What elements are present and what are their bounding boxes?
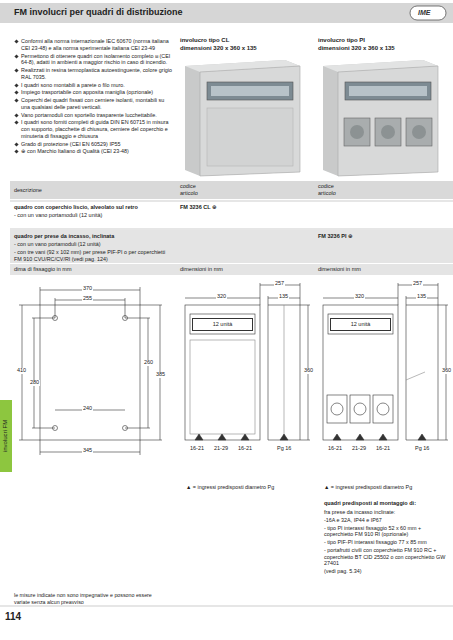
dimension: 385 (155, 372, 166, 378)
feature-bullet: Coperchi dei quadri fissati con cerniere… (14, 97, 174, 111)
page-number: 114 (4, 611, 22, 624)
table-cell: dimensioni in mm (318, 266, 438, 273)
feature-bullet: Vano portamoduli con sportello trasparen… (14, 112, 174, 119)
table-row-band (10, 264, 453, 275)
dimension: 360 (303, 368, 314, 374)
note: ▲ = ingressi predisposti diametro Pg (324, 484, 449, 491)
table-row-band (10, 230, 453, 263)
text-group: fra prese da incasso inclinate:-16A e 32… (324, 509, 449, 576)
node-text: 12 unità (196, 321, 249, 328)
tab-label: involucri FM (2, 420, 10, 452)
table-cell: dima di fissaggio in mm (14, 266, 164, 273)
table-header: codice articolo (180, 183, 212, 197)
column-heading: dimensioni 320 x 360 x 135 (180, 45, 310, 53)
page-title: FM involucri per quadri di distribuzione (14, 7, 183, 18)
dimension: 260 (143, 360, 154, 366)
module-window-label: 12 unità (192, 318, 253, 331)
dimension: 360 (441, 368, 452, 374)
dimension: 255 (82, 296, 93, 302)
logo-frame (410, 6, 446, 20)
list-item: - con tre vani (92 x 102 mm) per prese P… (14, 249, 174, 263)
enclosure-drawing-pi (323, 283, 448, 440)
feature-bullet: Realizzati in resina termoplastica autoe… (14, 67, 174, 81)
module-window-label: 12 unità (330, 318, 391, 331)
dimension: 345 (82, 448, 93, 454)
logo-text: IME (417, 9, 431, 18)
feature-bullet: ⊕ con Marchio Italiano di Qualità (CEI 2… (14, 148, 174, 155)
column-heading: dimensioni 320 x 360 x 135 (318, 45, 448, 53)
feature-bullet: Grado di protezione (CEI EN 60529) IP55 (14, 141, 174, 148)
entry-size: Pg 16 (414, 446, 430, 452)
table-header: codice articolo (318, 183, 350, 197)
footnote: le misure indicate non sono impegnative … (14, 592, 164, 605)
article-code: FM 3236 PI ⊕ (318, 233, 438, 240)
list-item: - tipo PIF-PI interassi fissaggio 77 x 8… (324, 539, 449, 546)
dimension: 280 (29, 380, 40, 386)
table-header: descrizione (14, 187, 114, 194)
list-item: -16A e 32A, IP44 e IP67 (324, 517, 449, 524)
enclosure-drawing-cl (185, 283, 310, 440)
dimension: 410 (16, 368, 27, 374)
note: ▲ = ingressi predisposti diametro Pg (186, 484, 316, 491)
feature-bullet: Permettono di ottenere quadri con isolam… (14, 53, 174, 67)
dimension: 240 (82, 406, 93, 412)
column-heading: involucro tipo CL (180, 37, 310, 45)
dimension: 135 (416, 294, 427, 300)
table-header-band (10, 181, 453, 199)
feature-bullet: Conformi alla norma internazionale IEC 6… (14, 38, 174, 52)
list-item: - con un vano portamoduli (12 unità) (14, 241, 174, 248)
list-item: fra prese da incasso inclinate: (324, 509, 449, 516)
column-heading: involucro tipo PI (318, 37, 448, 45)
entry-size: 16-21 (237, 446, 253, 452)
feature-bullet: I quadri sono forniti completi di guida … (14, 119, 174, 139)
dimension: 320 (354, 294, 365, 300)
entry-size: 16-21 (375, 446, 391, 452)
dimension: 257 (412, 281, 423, 287)
side-tab: involucri FM (0, 400, 12, 472)
node-text: 12 unità (334, 321, 387, 328)
list-item: - portafrutti civili con coperchietto FM… (324, 547, 449, 567)
dimension: 370 (82, 286, 93, 292)
title-bar (0, 3, 453, 23)
entry-size: Pg 16 (276, 446, 292, 452)
feature-bullet: I quadri sono montabili a parete o filo … (14, 82, 174, 89)
table-cell: quadro con coperchio liscio, alveolato s… (14, 204, 174, 211)
list-item: (vedi pag. 5.34) (324, 568, 449, 575)
text-group: - con un vano portamoduli (12 unità)- co… (14, 241, 174, 263)
dimension: 135 (278, 294, 289, 300)
list-item: - tipo PI interassi fissaggio 52 x 60 mm… (324, 525, 449, 539)
table-cell: - con un vano portamoduli (12 unità) (14, 212, 174, 219)
dimension: 320 (216, 294, 227, 300)
entry-size: 16-21 (189, 446, 205, 452)
entry-size: 21-29 (213, 446, 229, 452)
product-photo-pi (323, 60, 438, 176)
product-photo-cl (185, 60, 300, 176)
article-code: FM 3236 CL ⊕ (180, 204, 300, 211)
dimension: 257 (274, 281, 285, 287)
drilling-template (19, 287, 162, 455)
list-heading: quadri predisposti al montaggio di: (324, 500, 449, 507)
table-cell: dimensioni in mm (180, 266, 300, 273)
feature-bullet: Impiego trasportabile con apposita manig… (14, 89, 174, 96)
text-group: Conformi alla norma internazionale IEC 6… (14, 38, 174, 156)
entry-size: 21-29 (351, 446, 367, 452)
entry-size: 16-21 (327, 446, 343, 452)
table-cell: quadro per prese da incasso, inclinata (14, 233, 174, 240)
